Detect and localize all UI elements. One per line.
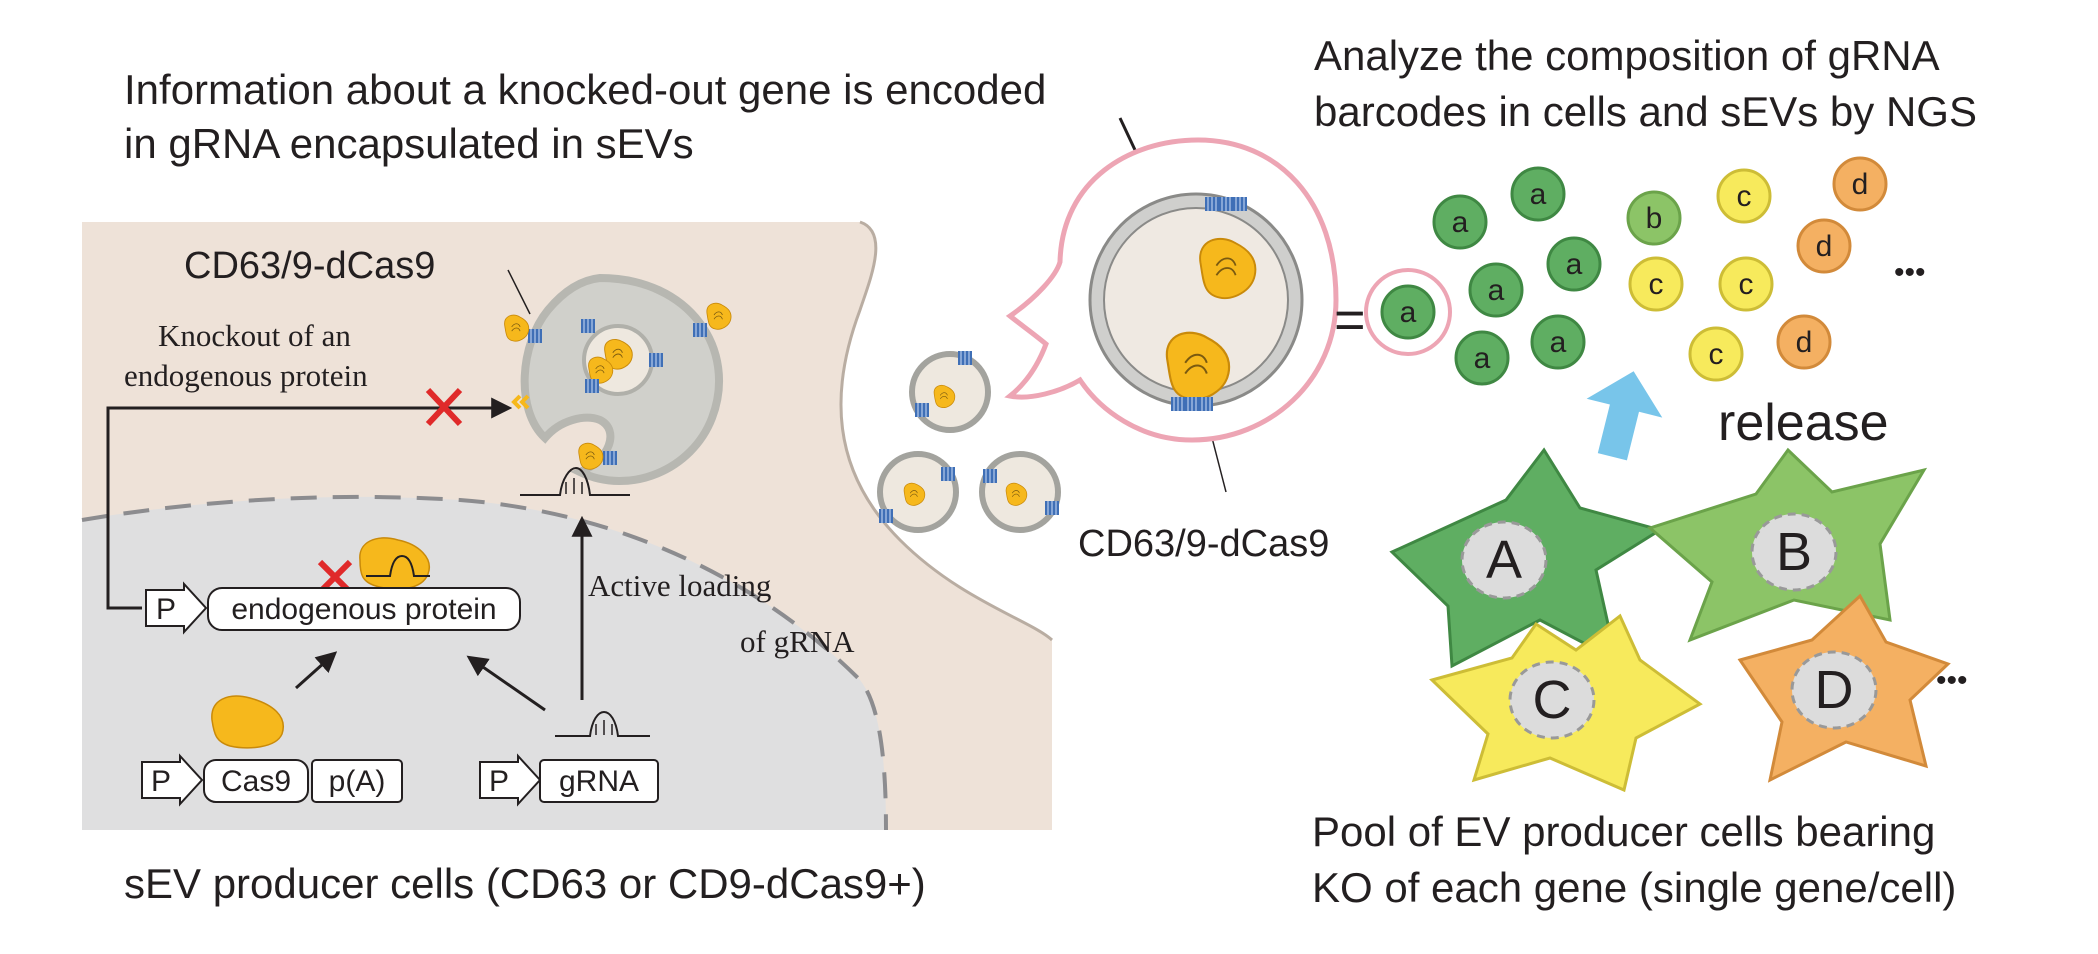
ev-d: d [1832, 156, 1888, 212]
cd63-label-bubble: CD63/9-dCas9 [1078, 523, 1329, 565]
knockout-label-1: Knockout of an [158, 318, 351, 353]
grna-gene-construct: P gRNA [479, 753, 659, 807]
ev-b: b [1626, 190, 1682, 246]
membrane-outline [839, 220, 1054, 642]
cell-B: B [1647, 447, 1928, 643]
ev-barcode-pool: a a a a a a a b c c c c d d d ••• [1364, 156, 1926, 386]
ev-a: a [1380, 284, 1436, 340]
svg-text:D: D [1815, 660, 1854, 720]
cell-D: D [1737, 593, 1951, 783]
caption-top-right-2: barcodes in cells and sEVs by NGS [1314, 88, 1977, 135]
caption-top-left-1: Information about a knocked-out gene is … [124, 66, 1046, 113]
multivesicular-body [504, 273, 732, 485]
promoter-label: P [151, 765, 171, 798]
knockout-label-2: endogenous protein [124, 358, 368, 393]
dcas9-on-promoter [359, 537, 430, 590]
caption-bottom-right-1: Pool of EV producer cells bearing [1312, 808, 1935, 855]
promoter-label: P [156, 593, 176, 626]
svg-text:B: B [1776, 522, 1812, 582]
ev-c: c [1628, 256, 1684, 312]
svg-text:a: a [1566, 248, 1583, 281]
nuclear-envelope [81, 494, 888, 831]
svg-text:d: d [1852, 168, 1869, 201]
svg-text:a: a [1452, 206, 1469, 239]
endogenous-protein-box [207, 587, 521, 631]
ev-a: a [1510, 166, 1566, 222]
svg-text:a: a [1488, 274, 1505, 307]
ev-d: d [1796, 218, 1852, 274]
ev-a: a [1454, 330, 1510, 386]
cas9-label: Cas9 [221, 765, 291, 798]
endogenous-gene-construct: P endogenous protein [145, 581, 521, 635]
active-loading-label-2: of gRNA [740, 624, 855, 659]
ev-a: a [1468, 262, 1524, 318]
caption-bottom-right-2: KO of each gene (single gene/cell) [1312, 864, 1956, 911]
svg-text:d: d [1816, 230, 1833, 263]
cell-C: C [1429, 613, 1703, 793]
release-label: release [1718, 394, 1889, 452]
svg-text:a: a [1474, 342, 1491, 375]
svg-text:c: c [1649, 268, 1664, 301]
cd63-label-top: CD63/9-dCas9 [184, 245, 435, 287]
svg-text:A: A [1486, 530, 1522, 590]
ev-ellipsis: ••• [1894, 256, 1926, 289]
svg-text:a: a [1530, 178, 1547, 211]
grna-hairpin-icons [520, 466, 650, 737]
ev-c: c [1718, 256, 1774, 312]
cas9-gene-construct: P Cas9 p(A) [141, 753, 403, 807]
grna-label: gRNA [559, 765, 639, 798]
svg-text:c: c [1709, 338, 1724, 371]
polya-box [311, 759, 403, 803]
promoter-arrow [145, 581, 208, 635]
equals-sign: = [1334, 290, 1366, 350]
ev-d: d [1776, 314, 1832, 370]
cas9-box [203, 759, 309, 803]
promoter-label: P [489, 765, 509, 798]
ev-a: a [1432, 194, 1488, 250]
cas9-protein-blob [211, 695, 284, 749]
svg-text:c: c [1737, 180, 1752, 213]
release-arrow [1586, 371, 1663, 461]
svg-text:c: c [1739, 268, 1754, 301]
cell-A: A [1389, 447, 1664, 669]
svg-text:d: d [1796, 326, 1813, 359]
polya-label: p(A) [329, 765, 386, 798]
svg-text:C: C [1533, 670, 1572, 730]
ev-a: a [1530, 314, 1586, 370]
cell-ellipsis: ••• [1936, 664, 1968, 697]
grna-box [539, 759, 659, 803]
ev-a: a [1546, 236, 1602, 292]
caption-bottom-left: sEV producer cells (CD63 or CD9-dCas9+) [124, 860, 926, 907]
ev-zoom-bubble [1004, 137, 1339, 443]
svg-text:b: b [1646, 202, 1663, 235]
endogenous-protein-label: endogenous protein [231, 593, 496, 626]
ev-c: c [1716, 168, 1772, 224]
caption-top-left-2: in gRNA encapsulated in sEVs [124, 120, 694, 167]
caption-top-right-1: Analyze the composition of gRNA [1314, 32, 1940, 79]
ev-c: c [1688, 326, 1744, 382]
active-loading-label-1: Active loading [588, 568, 771, 603]
svg-text:a: a [1550, 326, 1567, 359]
svg-text:a: a [1400, 296, 1417, 329]
